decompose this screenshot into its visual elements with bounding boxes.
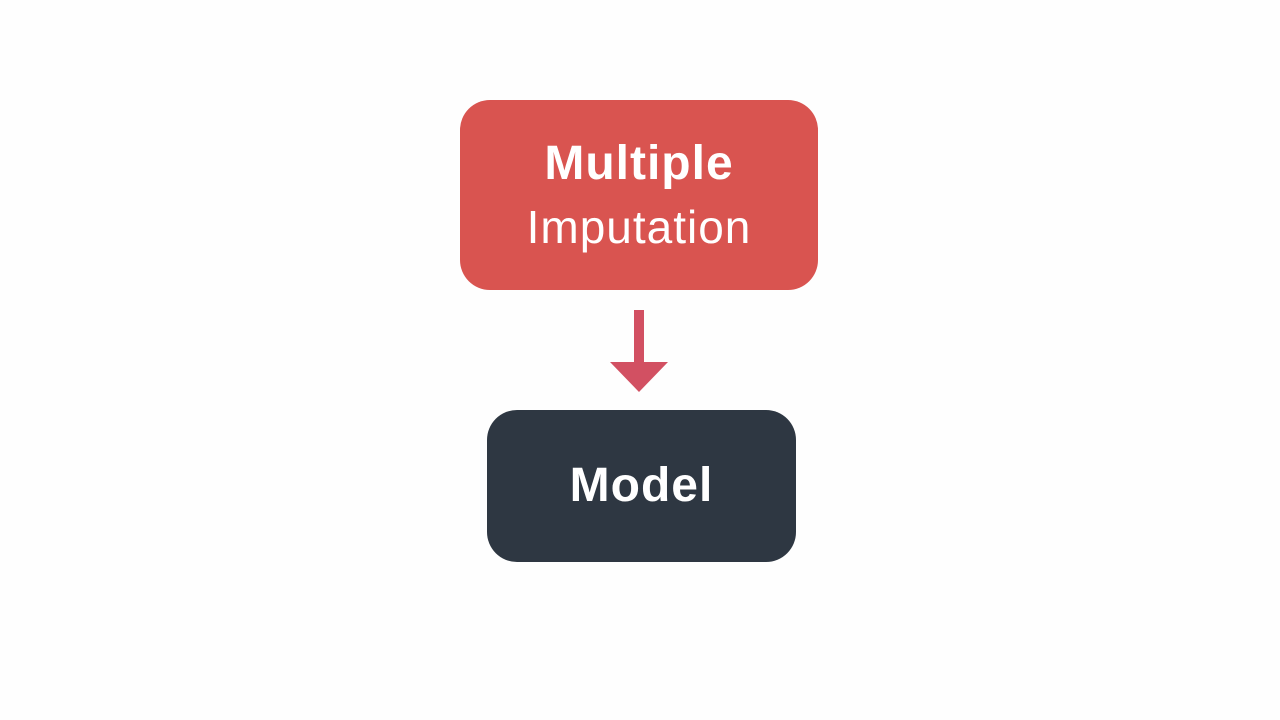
- node-model-label: Model: [569, 459, 714, 512]
- node-multiple-imputation-label-line1: Multiple: [544, 137, 734, 190]
- down-arrow-shaft: [634, 310, 644, 365]
- node-model: Model: [487, 410, 796, 562]
- down-arrow-head: [610, 362, 668, 392]
- node-multiple-imputation: Multiple Imputation: [460, 100, 818, 290]
- down-arrow-icon: [610, 310, 668, 392]
- node-multiple-imputation-label-line2: Imputation: [526, 201, 752, 253]
